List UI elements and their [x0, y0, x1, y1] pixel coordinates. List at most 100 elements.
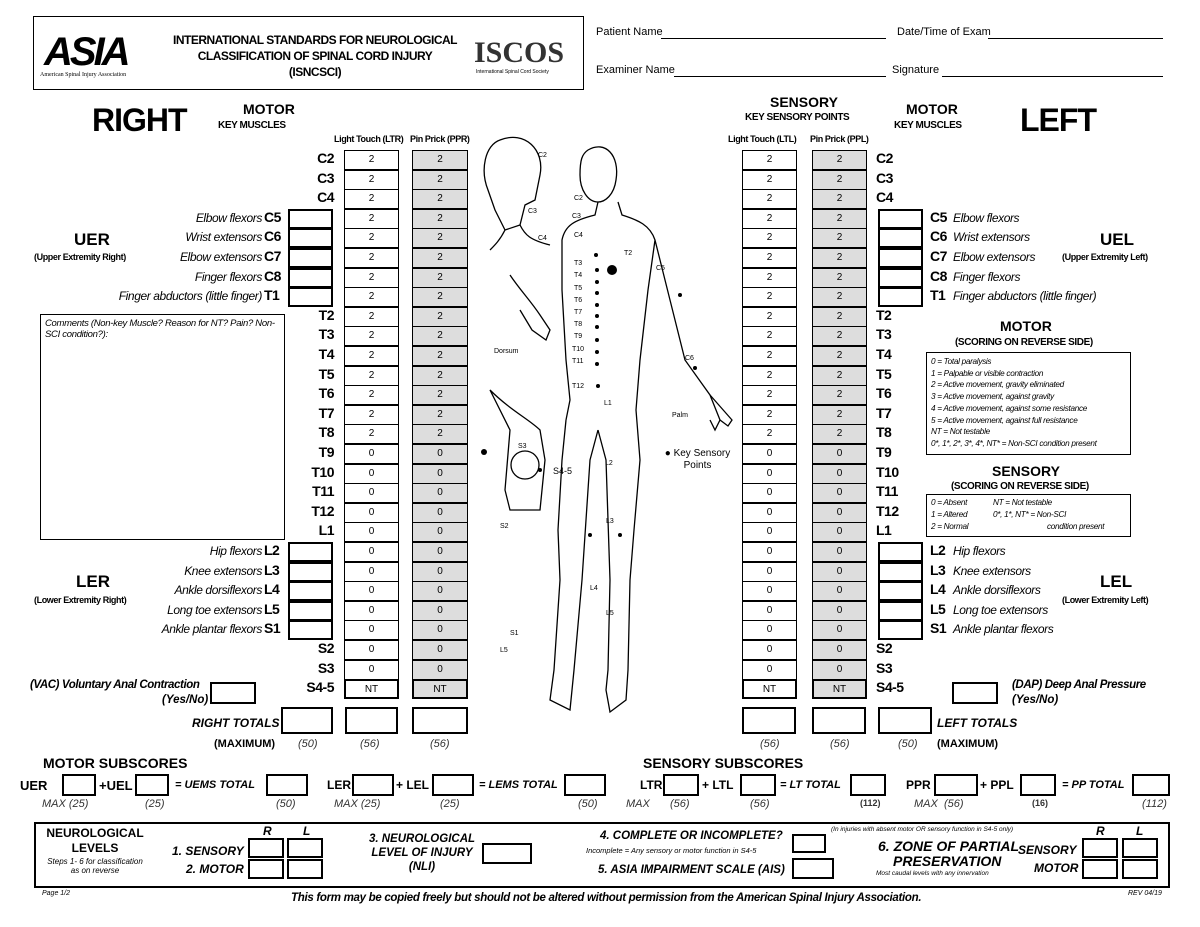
left-motor-input[interactable] — [878, 287, 923, 308]
ppr-cell[interactable]: 2 — [412, 346, 468, 366]
ler-subscore[interactable] — [352, 774, 394, 796]
lel-subscore[interactable] — [432, 774, 474, 796]
ltl-cell[interactable]: 0 — [742, 463, 797, 484]
ltr-cell[interactable]: 2 — [344, 189, 399, 210]
ppr-cell[interactable]: NT — [412, 679, 468, 700]
right-motor-input[interactable] — [288, 208, 333, 229]
ppl-cell[interactable]: 2 — [812, 287, 867, 308]
ppl-cell[interactable]: 0 — [812, 483, 867, 504]
ppr-cell[interactable]: 2 — [412, 424, 468, 445]
ppr-cell[interactable]: 0 — [412, 444, 468, 464]
date-field[interactable] — [988, 38, 1163, 39]
left-motor-input[interactable] — [878, 600, 923, 621]
ppr-cell[interactable]: 2 — [412, 169, 468, 190]
zpp-sensory-l[interactable] — [1122, 838, 1158, 858]
ppr-cell[interactable]: 2 — [412, 248, 468, 268]
ltr-cell[interactable]: 2 — [344, 326, 399, 347]
ppl-cell[interactable]: 0 — [812, 561, 867, 582]
ltr-cell[interactable]: 2 — [344, 306, 399, 327]
ppr-cell[interactable]: 0 — [412, 561, 468, 582]
ltl-cell[interactable]: 0 — [742, 640, 797, 660]
ltl-cell[interactable]: 2 — [742, 346, 797, 366]
pp-total[interactable] — [1132, 774, 1170, 796]
ltr-cell[interactable]: 0 — [344, 463, 399, 484]
ltr-total[interactable] — [345, 707, 398, 734]
ppl-cell[interactable]: 0 — [812, 640, 867, 660]
ppr-cell[interactable]: 0 — [412, 522, 468, 543]
ltr-cell[interactable]: 2 — [344, 150, 399, 170]
ppr-cell[interactable]: 0 — [412, 463, 468, 484]
left-motor-input[interactable] — [878, 228, 923, 249]
ltl-cell[interactable]: 0 — [742, 620, 797, 641]
ppr-cell[interactable]: 2 — [412, 287, 468, 308]
ltl-cell[interactable]: 2 — [742, 208, 797, 229]
ltr-cell[interactable]: 2 — [344, 365, 399, 386]
ppl-cell[interactable]: 2 — [812, 267, 867, 288]
ltr-cell[interactable]: 2 — [344, 169, 399, 190]
left-motor-input[interactable] — [878, 248, 923, 268]
patient-name-field[interactable] — [661, 38, 886, 39]
sensory-level-l[interactable] — [287, 838, 323, 858]
right-motor-input[interactable] — [288, 581, 333, 602]
ltl-cell[interactable]: 2 — [742, 365, 797, 386]
left-motor-input[interactable] — [878, 620, 923, 641]
ltr-cell[interactable]: 0 — [344, 444, 399, 464]
ppl-cell[interactable]: 2 — [812, 424, 867, 445]
ltl-cell[interactable]: 2 — [742, 267, 797, 288]
left-motor-input[interactable] — [878, 561, 923, 582]
ppr-cell[interactable]: 0 — [412, 581, 468, 602]
signature-field[interactable] — [942, 76, 1163, 77]
ppl-cell[interactable]: 0 — [812, 581, 867, 602]
ppr-cell[interactable]: 0 — [412, 659, 468, 680]
left-motor-input[interactable] — [878, 542, 923, 562]
ppl-cell[interactable]: 0 — [812, 463, 867, 484]
ltr-cell[interactable]: 2 — [344, 385, 399, 406]
ltr-cell[interactable]: 0 — [344, 542, 399, 562]
ltr-cell[interactable]: 0 — [344, 659, 399, 680]
ppr-cell[interactable]: 0 — [412, 620, 468, 641]
comments-box[interactable]: Comments (Non-key Muscle? Reason for NT?… — [40, 314, 285, 540]
ppr-cell[interactable]: 2 — [412, 326, 468, 347]
ppl-cell[interactable]: 0 — [812, 620, 867, 641]
ltl-cell[interactable]: 0 — [742, 659, 797, 680]
right-motor-total[interactable] — [281, 707, 333, 734]
ppl-cell[interactable]: 0 — [812, 542, 867, 562]
ltl-cell[interactable]: 2 — [742, 248, 797, 268]
ppr-cell[interactable]: 0 — [412, 502, 468, 523]
ppl-cell[interactable]: 0 — [812, 502, 867, 523]
ppr-cell[interactable]: 2 — [412, 189, 468, 210]
ppr-cell[interactable]: 0 — [412, 640, 468, 660]
right-motor-input[interactable] — [288, 287, 333, 308]
ppr-cell[interactable]: 2 — [412, 365, 468, 386]
zpp-sensory-r[interactable] — [1082, 838, 1118, 858]
ppr-cell[interactable]: 2 — [412, 208, 468, 229]
ppl-cell[interactable]: 2 — [812, 189, 867, 210]
ltl-subscore[interactable] — [740, 774, 776, 796]
left-motor-input[interactable] — [878, 581, 923, 602]
ltr-cell[interactable]: 0 — [344, 640, 399, 660]
ltr-cell[interactable]: 2 — [344, 346, 399, 366]
ppl-cell[interactable]: 2 — [812, 326, 867, 347]
ltl-cell[interactable]: NT — [742, 679, 797, 700]
ppl-cell[interactable]: 2 — [812, 346, 867, 366]
ppl-cell[interactable]: 2 — [812, 365, 867, 386]
right-motor-input[interactable] — [288, 228, 333, 249]
ppl-cell[interactable]: 2 — [812, 248, 867, 268]
ppl-cell[interactable]: 0 — [812, 600, 867, 621]
zpp-motor-l[interactable] — [1122, 859, 1158, 879]
ltl-cell[interactable]: 0 — [742, 502, 797, 523]
right-motor-input[interactable] — [288, 561, 333, 582]
ltl-cell[interactable]: 2 — [742, 287, 797, 308]
ltl-cell[interactable]: 2 — [742, 169, 797, 190]
ltr-cell[interactable]: 0 — [344, 483, 399, 504]
dap-input[interactable] — [952, 682, 998, 704]
ais-input[interactable] — [792, 858, 834, 879]
zpp-motor-r[interactable] — [1082, 859, 1118, 879]
ppr-cell[interactable]: 0 — [412, 542, 468, 562]
lems-total[interactable] — [564, 774, 606, 796]
ltl-cell[interactable]: 2 — [742, 385, 797, 406]
ppl-cell[interactable]: 0 — [812, 444, 867, 464]
right-motor-input[interactable] — [288, 620, 333, 641]
left-motor-input[interactable] — [878, 208, 923, 229]
ltl-total[interactable] — [742, 707, 796, 734]
